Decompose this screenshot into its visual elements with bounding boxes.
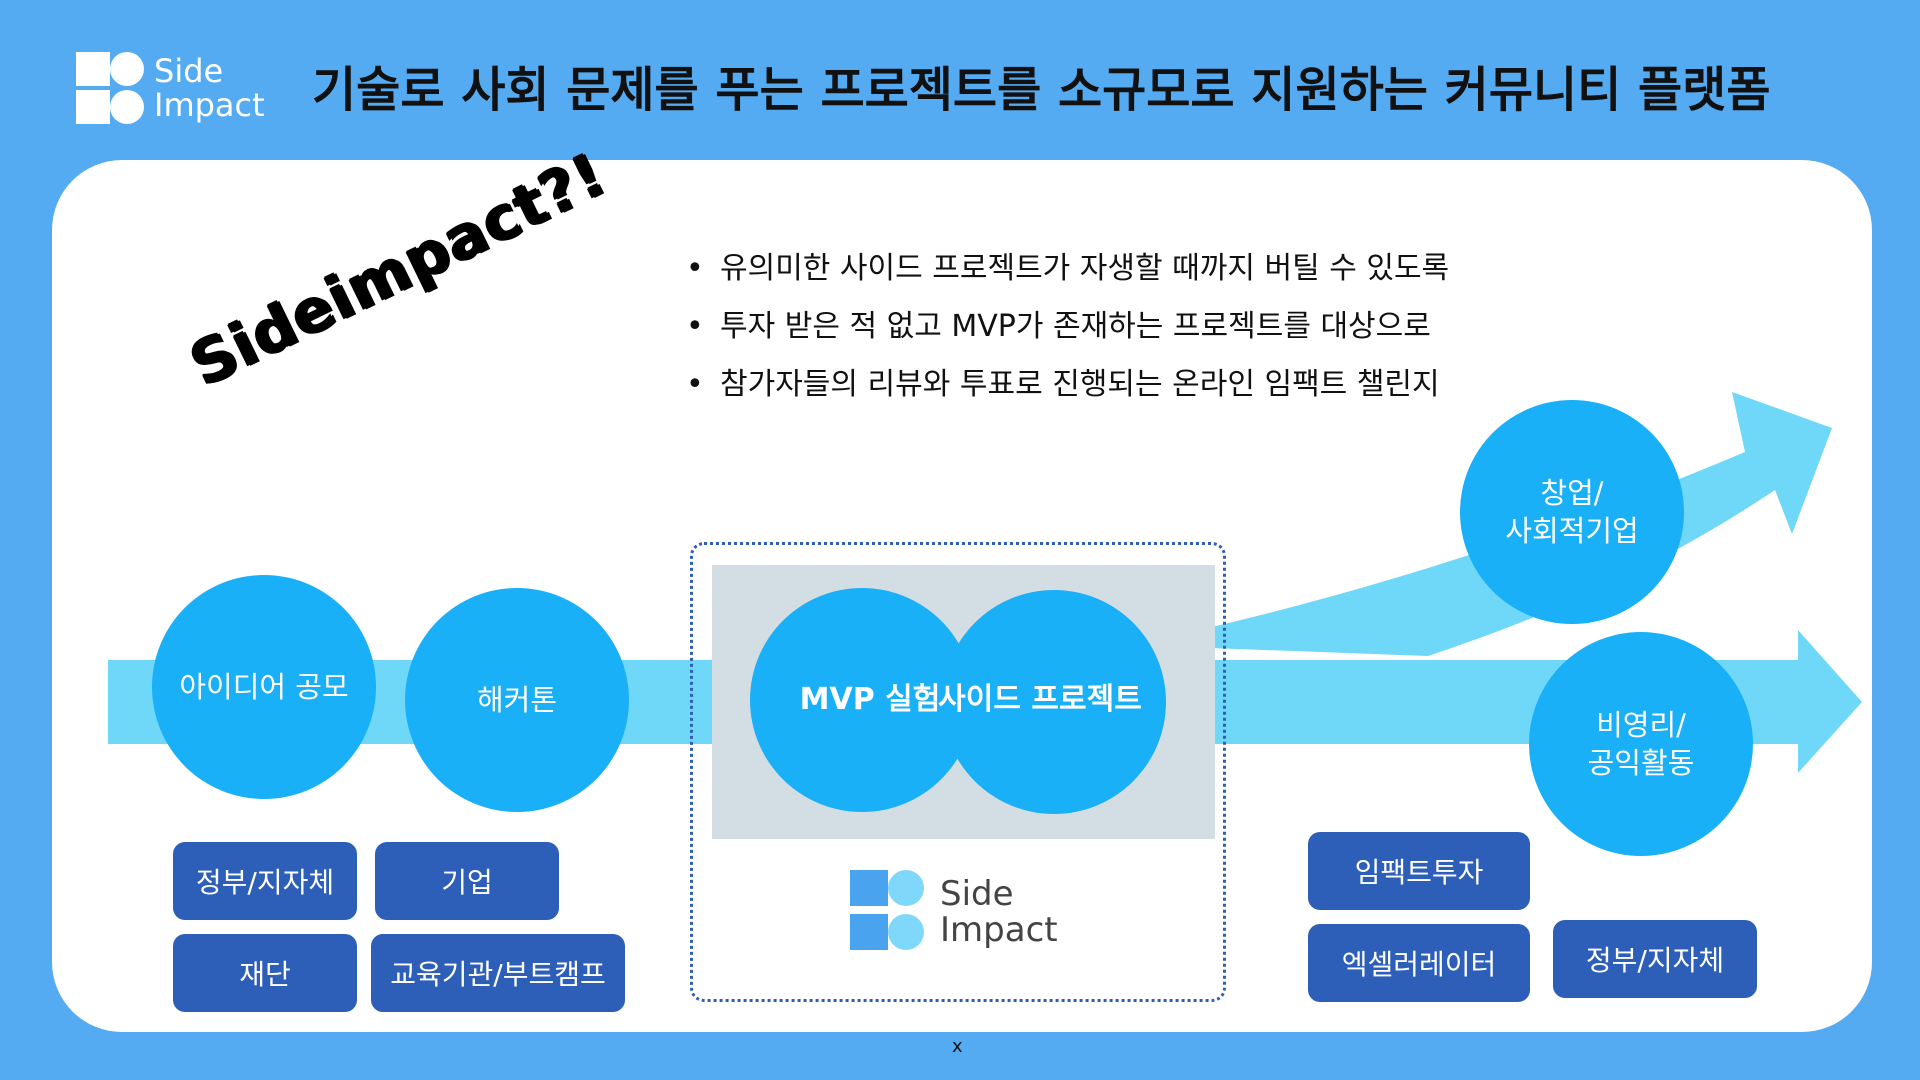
footer-mark: x bbox=[952, 1036, 963, 1057]
supporter-tag: 정부/지자체 bbox=[173, 842, 357, 920]
supporter-tag: 임팩트투자 bbox=[1308, 832, 1530, 910]
outcome-startup-circle: 창업/ 사회적기업 bbox=[1460, 400, 1684, 624]
inner-logo-line1: Side bbox=[940, 874, 1014, 914]
outcome-startup-line2: 사회적기업 bbox=[1505, 514, 1639, 548]
stage-hackathon-label: 해커톤 bbox=[476, 683, 558, 717]
stage-side-project-text: 사이드 프로젝트 bbox=[930, 680, 1150, 720]
supporter-tag: 교육기관/부트캠프 bbox=[371, 934, 625, 1012]
stage-side-project-circle bbox=[942, 590, 1166, 814]
stage-mvp-text: MVP 실험 bbox=[780, 680, 960, 720]
inner-side-impact-logo: Side Impact bbox=[850, 868, 1100, 952]
bullet-list: 유의미한 사이드 프로젝트가 자생할 때까지 버틸 수 있도록 투자 받은 적 … bbox=[680, 240, 1449, 414]
supporter-tag: 정부/지자체 bbox=[1553, 920, 1757, 998]
outcome-startup-line1: 창업/ bbox=[1540, 476, 1604, 510]
side-impact-logo: Side Impact bbox=[76, 52, 276, 126]
stage-hackathon-circle: 해커톤 bbox=[405, 588, 629, 812]
inner-logo-line2: Impact bbox=[940, 910, 1058, 950]
bullet-item: 투자 받은 적 없고 MVP가 존재하는 프로젝트를 대상으로 bbox=[680, 298, 1449, 356]
inner-logo-text: Side Impact bbox=[940, 876, 1058, 948]
stage-idea-circle: 아이디어 공모 bbox=[152, 575, 376, 799]
logo-text-line1: Side bbox=[154, 52, 224, 90]
stage-mvp-label: MVP 실험 bbox=[799, 682, 941, 717]
stage-side-project-label: 사이드 프로젝트 bbox=[938, 682, 1142, 717]
stage-idea-label: 아이디어 공모 bbox=[179, 670, 349, 704]
bullet-item: 참가자들의 리뷰와 투표로 진행되는 온라인 임팩트 챌린지 bbox=[680, 356, 1449, 414]
bullet-item: 유의미한 사이드 프로젝트가 자생할 때까지 버틸 수 있도록 bbox=[680, 240, 1449, 298]
supporter-tag: 재단 bbox=[173, 934, 357, 1012]
outcome-nonprofit-circle: 비영리/ 공익활동 bbox=[1529, 632, 1753, 856]
outcome-nonprofit-line1: 비영리/ bbox=[1596, 708, 1686, 742]
sideimpact-focus-box bbox=[690, 542, 1226, 1002]
supporter-tag: 엑셀러레이터 bbox=[1308, 924, 1530, 1002]
inner-logo-mark-icon bbox=[850, 870, 924, 950]
stage-mvp-circle bbox=[750, 588, 974, 812]
page-title: 기술로 사회 문제를 푸는 프로젝트를 소규모로 지원하는 커뮤니티 플랫폼 bbox=[312, 62, 1771, 118]
upward-arrow-shape bbox=[1130, 392, 1832, 656]
outcome-nonprofit-line2: 공익활동 bbox=[1587, 746, 1695, 780]
logo-text: Side Impact bbox=[154, 54, 265, 122]
logo-text-line2: Impact bbox=[154, 86, 265, 124]
supporter-tag: 기업 bbox=[375, 842, 559, 920]
logo-mark-icon bbox=[76, 52, 144, 124]
